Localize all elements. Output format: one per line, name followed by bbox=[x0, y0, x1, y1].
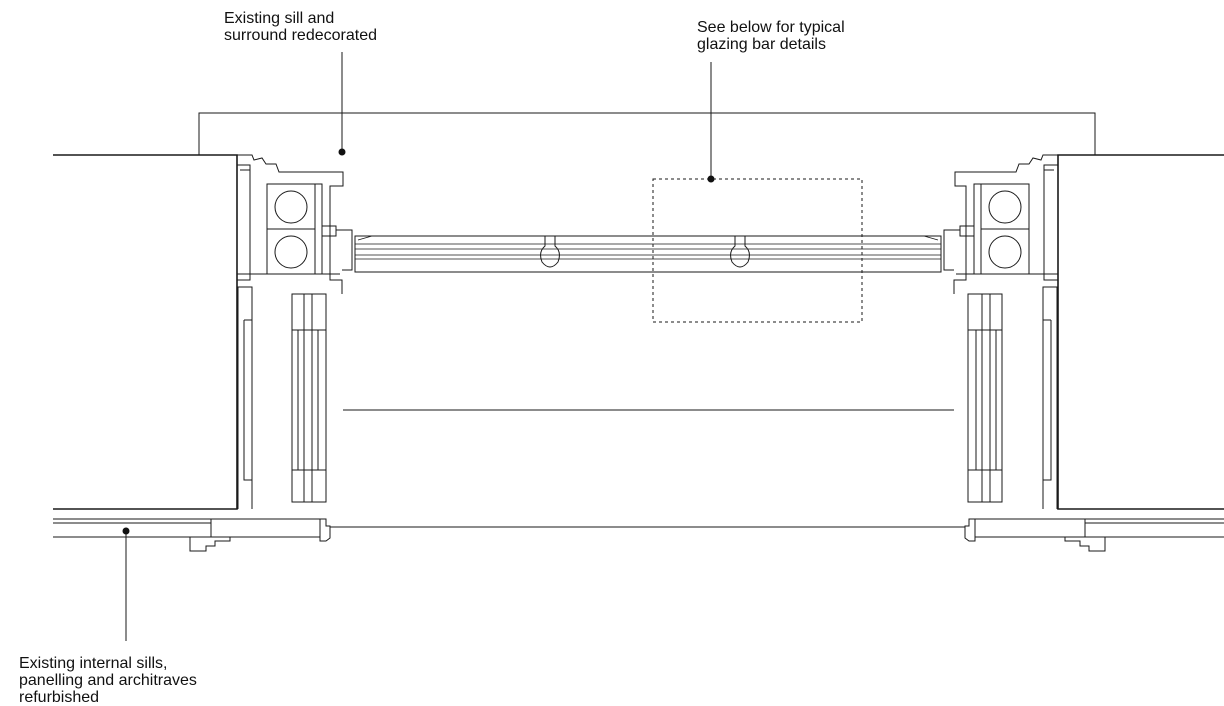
right-wall bbox=[1057, 154, 1224, 510]
annotation-line: See below for typical bbox=[697, 19, 845, 36]
annotation-line: Existing internal sills, bbox=[19, 655, 168, 672]
left-wall bbox=[53, 154, 238, 510]
leader-internal-sills bbox=[122, 527, 130, 641]
annotation-sill-surround: Existing sill and surround redecorated bbox=[224, 10, 377, 44]
head-outline bbox=[198, 112, 1096, 155]
annotation-line: refurbished bbox=[19, 689, 100, 706]
glazing-sash bbox=[354, 235, 942, 273]
left-shutters bbox=[291, 293, 327, 503]
annotation-glazing-bar: See below for typical glazing bar detail… bbox=[697, 19, 845, 53]
annotation-line: panelling and architraves bbox=[19, 672, 197, 689]
annotation-line: surround redecorated bbox=[224, 27, 377, 44]
leader-glazing-bar bbox=[707, 62, 715, 183]
right-shutters bbox=[967, 293, 1003, 503]
right-frame bbox=[943, 154, 1058, 509]
annotation-internal-sills: Existing internal sills, panelling and a… bbox=[19, 655, 197, 706]
annotation-line: glazing bar details bbox=[697, 36, 826, 53]
glazing-bar-detail-box bbox=[652, 178, 863, 323]
leader-sill-surround bbox=[338, 52, 346, 156]
annotation-line: Existing sill and bbox=[224, 10, 335, 27]
left-internal-sill bbox=[53, 518, 331, 552]
right-internal-sill bbox=[964, 518, 1224, 552]
left-frame bbox=[237, 154, 353, 509]
